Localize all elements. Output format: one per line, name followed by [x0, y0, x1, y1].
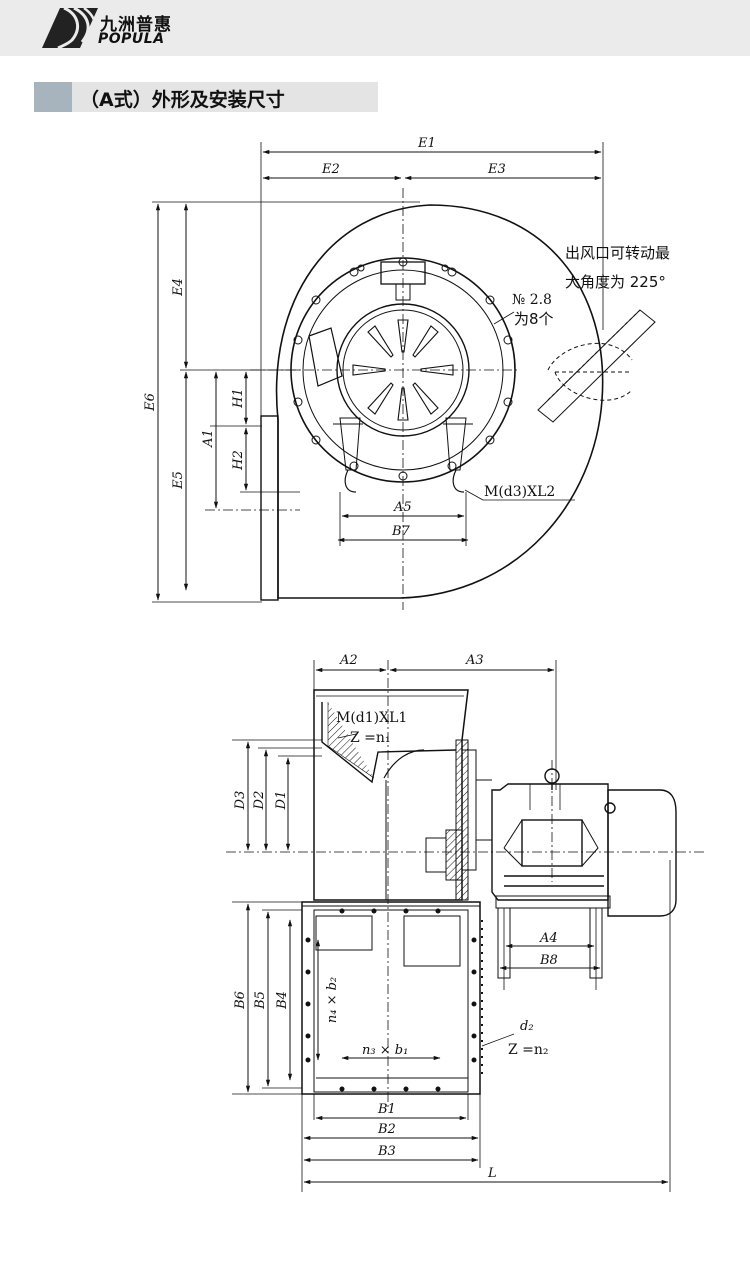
dim-a5: A5 — [393, 500, 412, 515]
dim-a1: A1 — [201, 429, 216, 448]
dim-d1: D1 — [274, 791, 289, 811]
header-bar: 九洲普惠 POPULA — [0, 0, 750, 56]
hole-row-horizontal: n₃ × b₁ — [362, 1043, 408, 1058]
dim-b3: B3 — [377, 1144, 396, 1159]
dim-d3: D3 — [233, 791, 248, 811]
bolt-note: M(d3)XL2 — [484, 484, 555, 500]
dim-b4: B4 — [275, 991, 290, 1010]
section-title: （A式）外形及安装尺寸 — [80, 89, 285, 111]
flange-bolt-note: M(d1)XL1 — [336, 710, 407, 726]
dim-e2: E2 — [321, 162, 340, 177]
brand-name-chinese: 九洲普惠 — [100, 15, 172, 35]
dim-l: L — [487, 1166, 497, 1181]
brand-name-english: POPULA — [98, 31, 165, 47]
dim-d2: D2 — [252, 791, 267, 811]
impeller-slots — [352, 319, 454, 421]
side-view — [226, 660, 706, 1192]
dim-b2: B2 — [377, 1122, 396, 1137]
dim-e6: E6 — [143, 393, 158, 412]
dim-h1: H1 — [231, 388, 246, 409]
outlet-flange — [260, 415, 279, 601]
outlet-hole-dia: d₂ — [520, 1019, 534, 1034]
dim-e5: E5 — [171, 471, 186, 490]
dim-a3: A3 — [465, 653, 484, 668]
dim-b7: B7 — [391, 524, 411, 539]
outlet-bolt-holes — [305, 908, 477, 1092]
dim-b8: B8 — [539, 953, 558, 968]
front-view-labels: E1 E2 E3 E6 E4 E5 A1 H1 H2 A5 B7 M(d3)XL… — [143, 136, 670, 539]
dim-h2: H2 — [231, 450, 246, 471]
popula-logo-icon — [42, 6, 98, 50]
section-title-bar — [34, 82, 378, 112]
outlet-box — [301, 901, 481, 1095]
side-view-labels: A2 A3 D3 D2 D1 B6 B5 B4 A4 B8 B1 B2 B3 L… — [233, 653, 558, 1181]
hole-note-1: № 2.8 — [512, 292, 552, 308]
hole-row-vertical: n₄ × b₂ — [325, 977, 340, 1023]
dim-b5: B5 — [253, 991, 268, 1010]
outlet-count-note: Z =n₂ — [508, 1042, 549, 1058]
outlet-note-2: 大角度为 225° — [565, 273, 666, 291]
dim-e1: E1 — [417, 136, 436, 151]
dim-e4: E4 — [171, 278, 186, 297]
dim-b6: B6 — [233, 991, 248, 1010]
motor-body — [491, 768, 677, 917]
scroll-casing — [275, 204, 604, 599]
rotated-outlet-duct — [537, 309, 656, 423]
dim-a4: A4 — [539, 931, 558, 946]
flange-count-note: Z =n₁ — [350, 730, 391, 746]
outlet-note-1: 出风口可转动最 — [565, 244, 670, 262]
dim-e3: E3 — [487, 162, 506, 177]
dim-b1: B1 — [377, 1102, 396, 1117]
section-title-accent — [34, 82, 72, 112]
front-view — [152, 142, 656, 610]
hole-note-2: 为8个 — [514, 310, 554, 328]
dim-a2: A2 — [339, 653, 358, 668]
